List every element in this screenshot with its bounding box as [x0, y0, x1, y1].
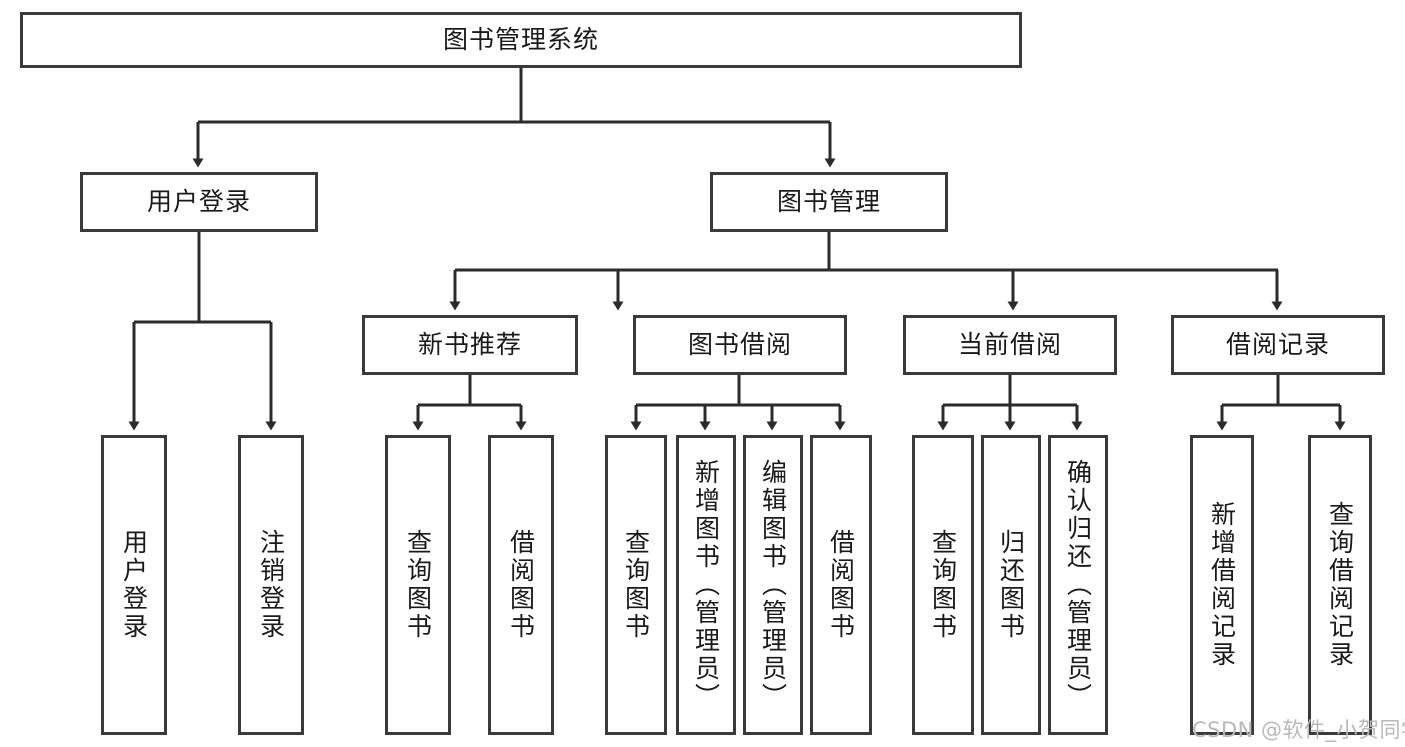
node-borrow-record-label: 借阅记录 — [1225, 330, 1330, 360]
leaf-edit-book-label: 编辑图书（管理员） — [758, 459, 788, 711]
node-book-management[interactable]: 图书管理 — [710, 172, 948, 232]
leaf-return-book-label: 归还图书 — [996, 529, 1026, 641]
node-current-borrow-label: 当前借阅 — [957, 330, 1062, 360]
leaf-query-book-1-label: 查询图书 — [403, 529, 433, 641]
leaf-query-record-label: 查询借阅记录 — [1325, 501, 1355, 669]
leaf-user-login-label: 用户登录 — [119, 529, 149, 641]
leaf-query-book-1[interactable]: 查询图书 — [385, 435, 451, 735]
node-root-label: 图书管理系统 — [442, 25, 599, 55]
node-book-management-label: 图书管理 — [776, 187, 881, 217]
node-new-book-recommend-label: 新书推荐 — [417, 330, 522, 360]
leaf-add-book-label: 新增图书（管理员） — [691, 459, 721, 711]
leaf-edit-book[interactable]: 编辑图书（管理员） — [743, 435, 803, 735]
leaf-borrow-book-2[interactable]: 借阅图书 — [810, 435, 872, 735]
node-book-borrow-label: 图书借阅 — [687, 330, 792, 360]
leaf-query-book-3-label: 查询图书 — [928, 529, 958, 641]
leaf-query-record[interactable]: 查询借阅记录 — [1308, 435, 1372, 735]
node-current-borrow[interactable]: 当前借阅 — [903, 315, 1117, 375]
leaf-user-login[interactable]: 用户登录 — [101, 435, 167, 735]
node-new-book-recommend[interactable]: 新书推荐 — [362, 315, 578, 375]
leaf-confirm-return-label: 确认归还（管理员） — [1063, 459, 1093, 711]
node-user-login-label: 用户登录 — [146, 187, 251, 217]
leaf-query-book-2[interactable]: 查询图书 — [605, 435, 667, 735]
leaf-confirm-return[interactable]: 确认归还（管理员） — [1048, 435, 1108, 735]
watermark: CSDN @软件_小贺同学 — [1192, 718, 1405, 742]
leaf-borrow-book-2-label: 借阅图书 — [826, 529, 856, 641]
leaf-query-book-2-label: 查询图书 — [621, 529, 651, 641]
leaf-logout-login[interactable]: 注销登录 — [238, 435, 304, 735]
node-root[interactable]: 图书管理系统 — [20, 12, 1022, 68]
leaf-add-record-label: 新增借阅记录 — [1207, 501, 1237, 669]
leaf-logout-login-label: 注销登录 — [256, 529, 286, 641]
leaf-return-book[interactable]: 归还图书 — [981, 435, 1041, 735]
leaf-borrow-book-1[interactable]: 借阅图书 — [488, 435, 554, 735]
leaf-query-book-3[interactable]: 查询图书 — [912, 435, 974, 735]
node-user-login[interactable]: 用户登录 — [80, 172, 318, 232]
leaf-add-record[interactable]: 新增借阅记录 — [1190, 435, 1254, 735]
leaf-borrow-book-1-label: 借阅图书 — [506, 529, 536, 641]
node-borrow-record[interactable]: 借阅记录 — [1171, 315, 1385, 375]
leaf-add-book[interactable]: 新增图书（管理员） — [676, 435, 736, 735]
node-book-borrow[interactable]: 图书借阅 — [633, 315, 847, 375]
